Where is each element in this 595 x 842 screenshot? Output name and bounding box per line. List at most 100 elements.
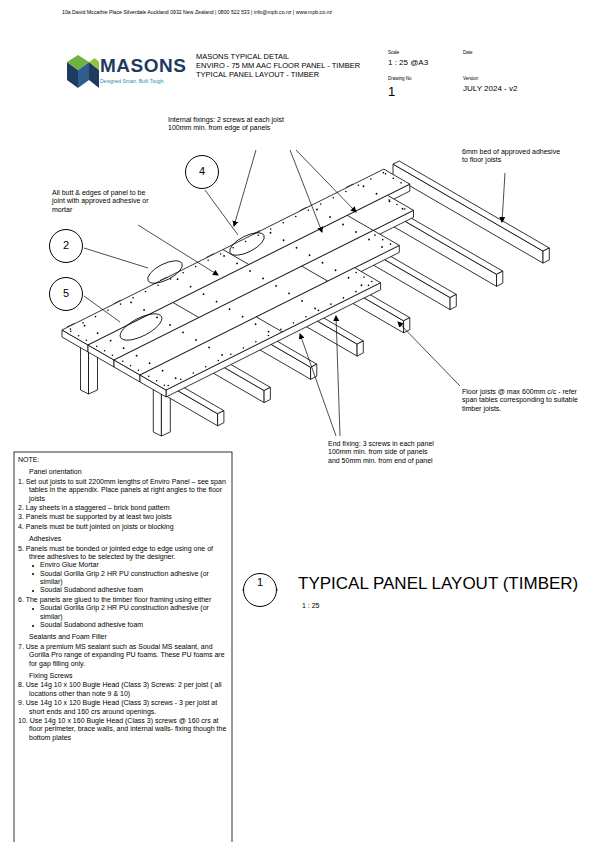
screw-dot <box>192 372 194 374</box>
butt-joint <box>347 215 373 230</box>
screw-dot <box>223 255 225 257</box>
screw-dot <box>169 324 171 326</box>
view-callout: 1 <box>243 573 277 607</box>
screw-dot <box>132 297 134 299</box>
title-text: Drawing No <box>388 76 460 81</box>
note-heading: Sealants and Foam Filler <box>18 633 228 641</box>
screw-dot <box>208 347 210 349</box>
screw-dot <box>280 328 282 330</box>
title-text: 1 : 25 @A3 <box>388 58 460 68</box>
screw-dot <box>283 239 285 241</box>
screw-dot <box>295 216 297 218</box>
title-block-cell: VersionJULY 2024 - v2 <box>463 76 563 94</box>
note-heading: NOTE: <box>18 456 228 464</box>
screw-dot <box>400 182 402 184</box>
screw-dot <box>293 322 295 324</box>
screw-dot <box>96 345 98 347</box>
screw-dot <box>207 259 209 261</box>
title-text: Version <box>463 76 563 81</box>
screw-dot <box>136 355 138 357</box>
screw-dot <box>388 199 390 201</box>
screw-dot <box>370 178 372 180</box>
screw-dot <box>182 272 184 274</box>
screw-dot <box>107 310 109 312</box>
floor-joist <box>357 341 363 356</box>
screw-dot <box>120 303 122 305</box>
notes-border <box>14 452 232 842</box>
screw-dot <box>376 193 378 195</box>
screw-dot <box>342 224 344 226</box>
title-text: JULY 2024 - v2 <box>463 84 563 94</box>
note-item: 6. The panels are glued to the timber fl… <box>18 596 228 604</box>
annotation: Internal fixings: 2 screws at each joist… <box>168 116 296 133</box>
screw-dot <box>392 178 394 180</box>
title-cell: MASONS TYPICAL DETAILENVIRO - 75 MM AAC … <box>196 52 381 79</box>
screw-dot <box>402 208 404 210</box>
screw-dot <box>305 316 307 318</box>
butt-joint <box>256 317 282 332</box>
callout-circle: 5 <box>49 277 83 311</box>
screw-dot <box>390 243 392 245</box>
screw-dot <box>95 316 97 318</box>
title-text: TYPICAL PANEL LAYOUT - TIMBER <box>196 70 381 79</box>
screw-dot <box>255 323 257 325</box>
screw-dot <box>382 239 384 241</box>
screw-dot <box>296 247 298 249</box>
screw-dot <box>195 266 197 268</box>
screw-dot <box>355 291 357 293</box>
screw-dot <box>110 340 112 342</box>
note-bullet: Soudal Sudabond adhesive foam <box>18 621 228 629</box>
screw-dot <box>318 310 320 312</box>
screw-dot <box>404 208 406 210</box>
screw-dot <box>374 234 376 236</box>
screw-dot <box>361 284 363 286</box>
note-item: 2. Lay sheets in a staggered – brick bon… <box>18 504 228 512</box>
note-heading: Fixing Screws <box>18 672 228 680</box>
screw-dot <box>320 203 322 205</box>
floor-joist <box>543 248 549 263</box>
screw-dot <box>368 239 370 241</box>
title-text: Scale <box>388 50 460 55</box>
screw-dot <box>343 297 345 299</box>
screw-dot <box>245 241 247 243</box>
title-text: MASONS TYPICAL DETAIL <box>196 52 381 61</box>
note-item: 9. Use 14g 10 x 120 Bugle Head (Class 3)… <box>18 699 228 716</box>
annotation: 6mm bed of approved adhesive to floor jo… <box>462 148 566 165</box>
floor-panel <box>114 230 399 375</box>
callout-number: 4 <box>186 156 218 177</box>
note-item: 8. Use 14g 10 x 100 Bugle Head (Class 3)… <box>18 681 228 698</box>
screw-dot <box>164 384 166 386</box>
note-item: 1. Set out joists to suit 2200mm lengths… <box>18 478 228 503</box>
annotation: End fixing: 3 screws in each panel 100mm… <box>328 440 440 465</box>
screw-dot <box>138 369 140 371</box>
title-text: MASONS <box>100 55 195 78</box>
logo-cell: MASONSDesigned Smart. Built Tough. <box>100 55 195 84</box>
screw-dot <box>97 332 99 334</box>
title-text: Designed Smart. Built Tough. <box>100 78 195 84</box>
butt-joint <box>302 266 328 281</box>
screw-dot <box>236 263 238 265</box>
title-block-cell: Drawing No1 <box>388 76 460 100</box>
screw-dot <box>242 316 244 318</box>
note-item: 3. Panels must be supported by at least … <box>18 513 228 521</box>
drawing-title: TYPICAL PANEL LAYOUT (TIMBER) <box>298 574 578 594</box>
callout-number: 5 <box>50 278 82 299</box>
screw-dot <box>363 185 365 187</box>
screw-dot <box>255 341 257 343</box>
screw-dot <box>322 262 324 264</box>
annotation: Floor joists @ max 600mm c/c - refer spa… <box>462 388 580 413</box>
title-block-cell: Date <box>463 50 535 55</box>
screw-dot <box>82 322 84 324</box>
screw-dot <box>216 301 218 303</box>
screw-dot <box>270 232 272 234</box>
screw-dot <box>257 234 259 236</box>
note-item: 4. Panels must be butt jointed on joists… <box>18 523 228 531</box>
screw-dot <box>218 360 220 362</box>
address-line: 10a David Mccathie Place Silverdale Auck… <box>62 9 582 15</box>
callout-circle: 4 <box>185 155 219 189</box>
screw-dot <box>371 281 373 283</box>
screw-dot <box>270 228 272 230</box>
screw-dot <box>180 378 182 380</box>
screw-dot <box>262 278 264 280</box>
screw-dot <box>355 231 357 233</box>
